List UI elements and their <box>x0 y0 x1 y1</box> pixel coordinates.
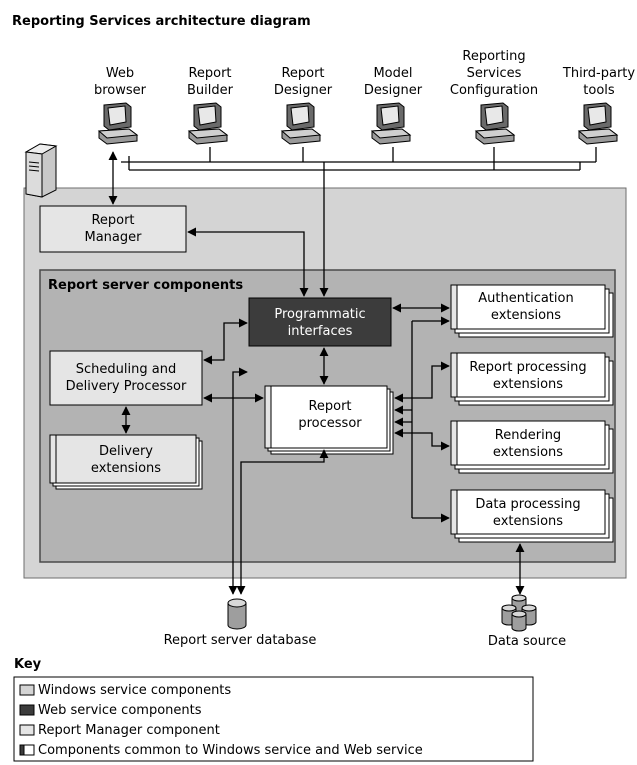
scheduling-label: Scheduling and <box>76 362 176 377</box>
data-source-icon <box>501 594 537 632</box>
report-processor-stack: Report processor <box>264 385 394 455</box>
report-server-database-label: Report server database <box>164 633 317 648</box>
client-label: Builder <box>187 83 234 98</box>
key-item-label: Report Manager component <box>38 723 220 738</box>
extension-label: extensions <box>493 445 563 460</box>
client-label: tools <box>583 83 615 98</box>
database-arrows <box>228 367 329 595</box>
client-label: Report <box>281 66 324 81</box>
processor-extension-arrows <box>394 321 450 523</box>
arrow-scheduling-programmatic <box>203 318 248 365</box>
key-box <box>13 676 534 762</box>
key-swatch-windows <box>19 684 35 696</box>
delivery-ext-label: extensions <box>91 461 161 476</box>
extension-label: extensions <box>491 308 561 323</box>
client-label: Model <box>373 66 412 81</box>
report-manager-box <box>39 205 187 253</box>
extension-label: Report processing <box>469 360 586 375</box>
data-source-label: Data source <box>488 634 566 649</box>
report-processing-extensions-stack: Report processing extensions <box>450 352 614 406</box>
key-swatch-common-edge <box>19 744 25 756</box>
key-swatch-web <box>19 704 35 716</box>
components-title: Report server components <box>48 278 243 293</box>
key-title: Key <box>14 657 42 672</box>
key-swatch-report-manager <box>19 724 35 736</box>
key-item-label: Web service components <box>38 703 202 718</box>
programmatic-label: Programmatic <box>274 307 365 322</box>
programmatic-label: interfaces <box>288 324 353 339</box>
extension-label: Data processing <box>475 497 580 512</box>
extension-label: extensions <box>493 377 563 392</box>
client-label: Configuration <box>450 83 538 98</box>
computer-icon <box>475 102 515 145</box>
client-label: Third-party <box>562 66 636 81</box>
computer-icon <box>578 102 618 145</box>
computer-icon <box>188 102 228 145</box>
scheduling-label: Delivery Processor <box>66 379 187 394</box>
client-label: Services <box>467 66 522 81</box>
computer-icon <box>98 102 138 145</box>
report-processor-label: processor <box>298 416 362 431</box>
delivery-extensions-stack: Delivery extensions <box>49 434 203 490</box>
client-label: Reporting <box>462 49 525 64</box>
rendering-extensions-stack: Rendering extensions <box>450 420 614 474</box>
authentication-extensions-stack: Authentication extensions <box>450 284 614 338</box>
arrow-manager-programmatic <box>187 227 309 297</box>
report-processor-label: Report <box>308 399 351 414</box>
key-item-label: Windows service components <box>38 683 231 698</box>
client-label: Designer <box>274 83 333 98</box>
client-label: browser <box>94 83 147 98</box>
client-bus <box>121 147 597 171</box>
server-icon <box>24 143 58 198</box>
key-item-label: Components common to Windows service and… <box>38 743 423 758</box>
report-manager-label: Report <box>91 213 134 228</box>
scheduling-delivery-box <box>49 350 203 406</box>
delivery-ext-label: Delivery <box>99 444 153 459</box>
computer-icon <box>281 102 321 145</box>
report-manager-label: Manager <box>85 230 143 245</box>
extension-label: extensions <box>493 514 563 529</box>
client-label: Designer <box>364 83 423 98</box>
client-label: Web <box>106 66 134 81</box>
client-label: Report <box>188 66 231 81</box>
computer-icon <box>371 102 411 145</box>
programmatic-interfaces-box <box>248 297 392 347</box>
data-processing-extensions-stack: Data processing extensions <box>450 489 614 543</box>
database-icon <box>227 598 247 630</box>
extension-label: Authentication <box>478 291 573 306</box>
extension-label: Rendering <box>495 428 561 443</box>
diagram-title: Reporting Services architecture diagram <box>12 14 311 29</box>
client-labels: Web browser Report Builder Report Design… <box>94 49 635 98</box>
